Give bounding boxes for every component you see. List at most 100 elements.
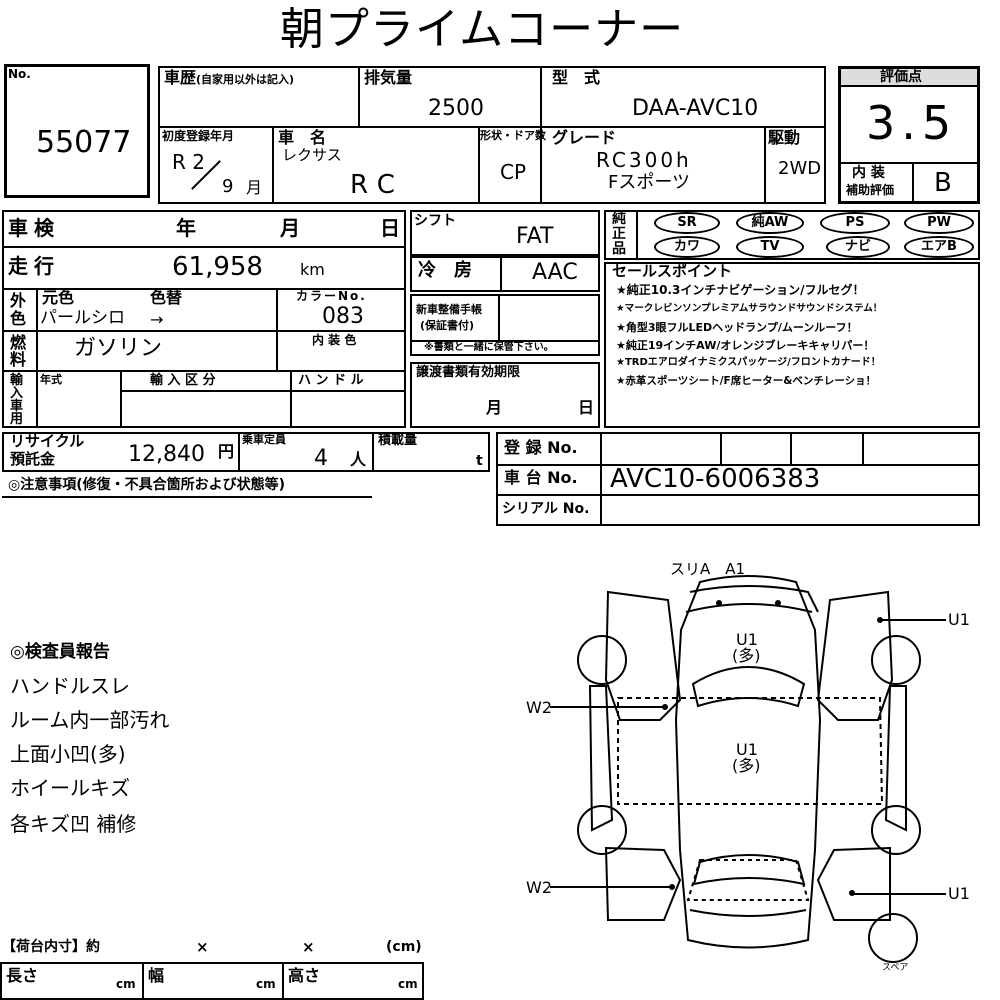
sales-points-box — [604, 262, 980, 428]
score-header-bg — [841, 69, 977, 87]
interior-grade: B — [934, 168, 952, 198]
equip-ps: PS — [820, 212, 890, 234]
fuel-value: ガソリン — [74, 336, 163, 361]
inspection-label: 車検 — [8, 216, 60, 240]
chassis-table — [496, 432, 980, 526]
grade-line1: RC300h — [596, 148, 692, 172]
length-label: 長さ — [6, 966, 39, 985]
left-mid-mark: W2 — [526, 698, 552, 717]
car-name: RC — [350, 170, 405, 200]
inspector-note-3: 上面小凹(多) — [10, 742, 126, 766]
shape-label: 形状・ドア数 — [480, 129, 546, 142]
transfer-label: 譲渡書類有効期限 — [416, 365, 521, 380]
import-category-label: 輸 入 区 分 — [150, 373, 216, 388]
spare-label: スペア — [882, 963, 909, 973]
right-front-mark: U1 — [948, 610, 970, 629]
inspector-note-1: ハンドルスレ — [10, 674, 130, 698]
transfer-box — [410, 362, 600, 428]
chassis-label: 車 台 No. — [504, 468, 578, 487]
color-side-label: 外色 — [10, 291, 27, 328]
equip-leather: カワ — [654, 236, 720, 258]
sales-point-1: ★純正10.3インチナビゲーション/フルセグ！ — [616, 283, 865, 297]
mileage-value: 61,958 — [172, 252, 263, 282]
maker: レクサス — [282, 146, 342, 164]
inspection-year: 年 — [176, 216, 196, 240]
cargo-dim-table — [0, 962, 424, 1000]
cargo-cm-label: (cm) — [386, 939, 422, 955]
registration-table — [2, 210, 406, 428]
cargo-times-2: × — [302, 938, 315, 956]
recycle-value: 12,840 — [128, 442, 205, 467]
roof-mark: U1 — [736, 630, 758, 649]
sales-point-4: ★純正19インチAW/オレンジブレーキキャリパー！ — [616, 339, 875, 352]
equip-tv: TV — [736, 236, 804, 258]
color-change-label: 色替 — [150, 288, 183, 307]
mileage-label: 走行 — [8, 254, 60, 278]
length-unit: cm — [116, 977, 136, 991]
score-label: 評価点 — [880, 69, 922, 85]
interior-label: 内 装 — [852, 165, 885, 181]
drive-label: 駆動 — [768, 128, 801, 147]
equip-airbag: エアB — [904, 236, 974, 258]
model-label: 型 式 — [552, 68, 601, 87]
recycle-label2: 預託金 — [10, 450, 56, 468]
first-reg-label: 初度登録年月 — [162, 129, 235, 143]
diagram-top-label: スリA A1 — [670, 560, 746, 578]
stock-number: 55077 — [36, 125, 132, 160]
transfer-day: 日 — [578, 398, 595, 417]
color-no-label: カラーNo. — [296, 289, 367, 303]
ac-box — [410, 254, 600, 292]
page-title: 朝プライムコーナー — [280, 4, 685, 55]
interior-sub: 補助評価 — [846, 183, 895, 197]
first-reg-era: R 2 — [172, 150, 205, 174]
right-rear-mark: U1 — [948, 884, 970, 903]
height-label: 高さ — [288, 966, 321, 985]
roof-mark-sub: (多) — [732, 646, 761, 665]
sales-label: セールスポイント — [612, 262, 733, 280]
grade-label: グレード — [552, 128, 617, 147]
interior-color-label: 内 装 色 — [312, 333, 357, 347]
caution-label: ◎注意事項(修復・不具合箇所および状態等) — [8, 477, 286, 493]
equipment-label: 純正品 — [612, 211, 626, 257]
load-label: 積載量 — [378, 433, 418, 448]
displacement-value: 2500 — [428, 96, 484, 121]
inspector-label: ◎検査員報告 — [10, 642, 110, 662]
width-unit: cm — [256, 977, 276, 991]
shift-value: FAT — [516, 224, 554, 249]
inspection-day: 日 — [380, 216, 400, 240]
equip-navi: ナビ — [826, 236, 890, 258]
ac-value: AAC — [532, 260, 578, 285]
mileage-unit: km — [300, 260, 325, 279]
left-rear-mark: W2 — [526, 878, 552, 897]
first-reg-month-unit: 月 — [246, 178, 263, 197]
score-value: 3.5 — [866, 96, 958, 150]
maint-note: ※書類と一緒に保管下さい。 — [424, 342, 554, 353]
inspector-note-5: 各キズ凹 補修 — [10, 812, 137, 836]
shift-label: シフト — [414, 213, 456, 229]
car-name-label: 車 名 — [278, 128, 327, 147]
equip-sr: SR — [654, 212, 720, 234]
sales-point-5: ★TRDエアロダイナミクスパッケージ/フロントカナード！ — [616, 357, 881, 368]
grade-line2: Fスポーツ — [608, 172, 690, 193]
stock-number-box — [4, 64, 150, 198]
height-unit: cm — [398, 977, 418, 991]
maintenance-box — [410, 294, 600, 356]
capacity-label: 乗車定員 — [242, 433, 286, 446]
ton-unit: t — [476, 453, 483, 469]
inspector-note-4: ホイールキズ — [10, 776, 130, 800]
transfer-month: 月 — [486, 398, 503, 417]
import-label: 輸入車用 — [10, 373, 24, 427]
shape-value: CP — [500, 160, 527, 184]
equip-aw: 純AW — [736, 212, 804, 234]
maint-label1: 新車整備手帳 — [416, 303, 482, 316]
orig-color: パールシロ — [40, 308, 125, 328]
body-mark: U1 — [736, 740, 758, 759]
cargo-times-1: × — [196, 938, 209, 956]
reg-no-label: 登 録 No. — [504, 438, 578, 457]
fuel-label: 燃料 — [10, 333, 27, 369]
displacement-label: 排気量 — [364, 68, 413, 87]
sales-point-2: ★マークレビンソンプレミアムサラウンドサウンドシステム！ — [616, 303, 883, 314]
orig-color-label: 元色 — [42, 288, 75, 307]
equip-pw: PW — [904, 212, 974, 234]
